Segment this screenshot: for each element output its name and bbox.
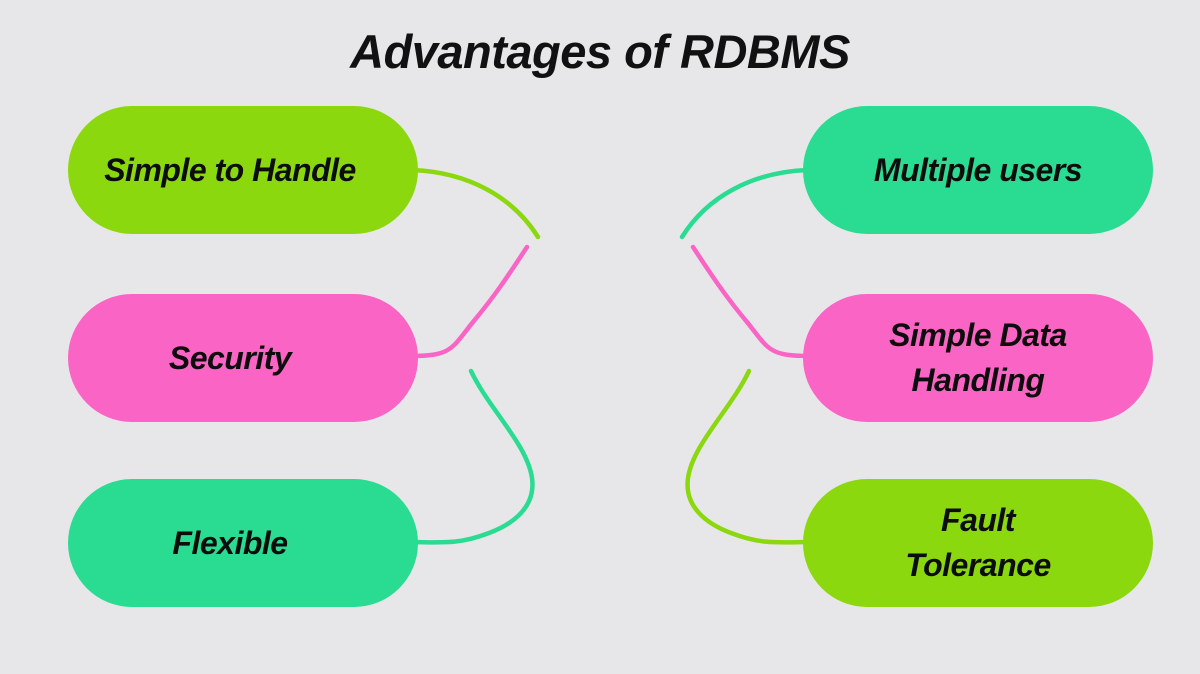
node-fault-tolerance: Fault Tolerance <box>803 479 1153 607</box>
node-security-label: Security <box>168 339 292 376</box>
connector-flexible <box>409 368 535 545</box>
node-simple-to-handle-label: Simple to Handle <box>104 151 356 188</box>
connector-security <box>409 244 530 359</box>
connector-simple-data-handling <box>690 244 811 359</box>
connector-simple-to-handle <box>409 167 541 240</box>
node-simple-to-handle: Simple to Handle <box>68 106 418 234</box>
connector-multiple-users <box>679 167 811 240</box>
connector-fault-tolerance <box>685 368 811 545</box>
node-multiple-users-label: Multiple users <box>873 151 1083 188</box>
page-title: Advantages of RDBMS <box>350 25 850 78</box>
node-flexible-label: Flexible <box>172 524 288 561</box>
node-multiple-users: Multiple users <box>803 106 1153 234</box>
node-flexible: Flexible <box>68 479 418 607</box>
node-simple-data-handling: Simple Data Handling <box>803 294 1153 422</box>
node-security: Security <box>68 294 418 422</box>
node-fault-tolerance-label: Fault Tolerance <box>905 502 1051 583</box>
node-simple-data-handling-label: Simple Data Handling <box>889 317 1067 398</box>
